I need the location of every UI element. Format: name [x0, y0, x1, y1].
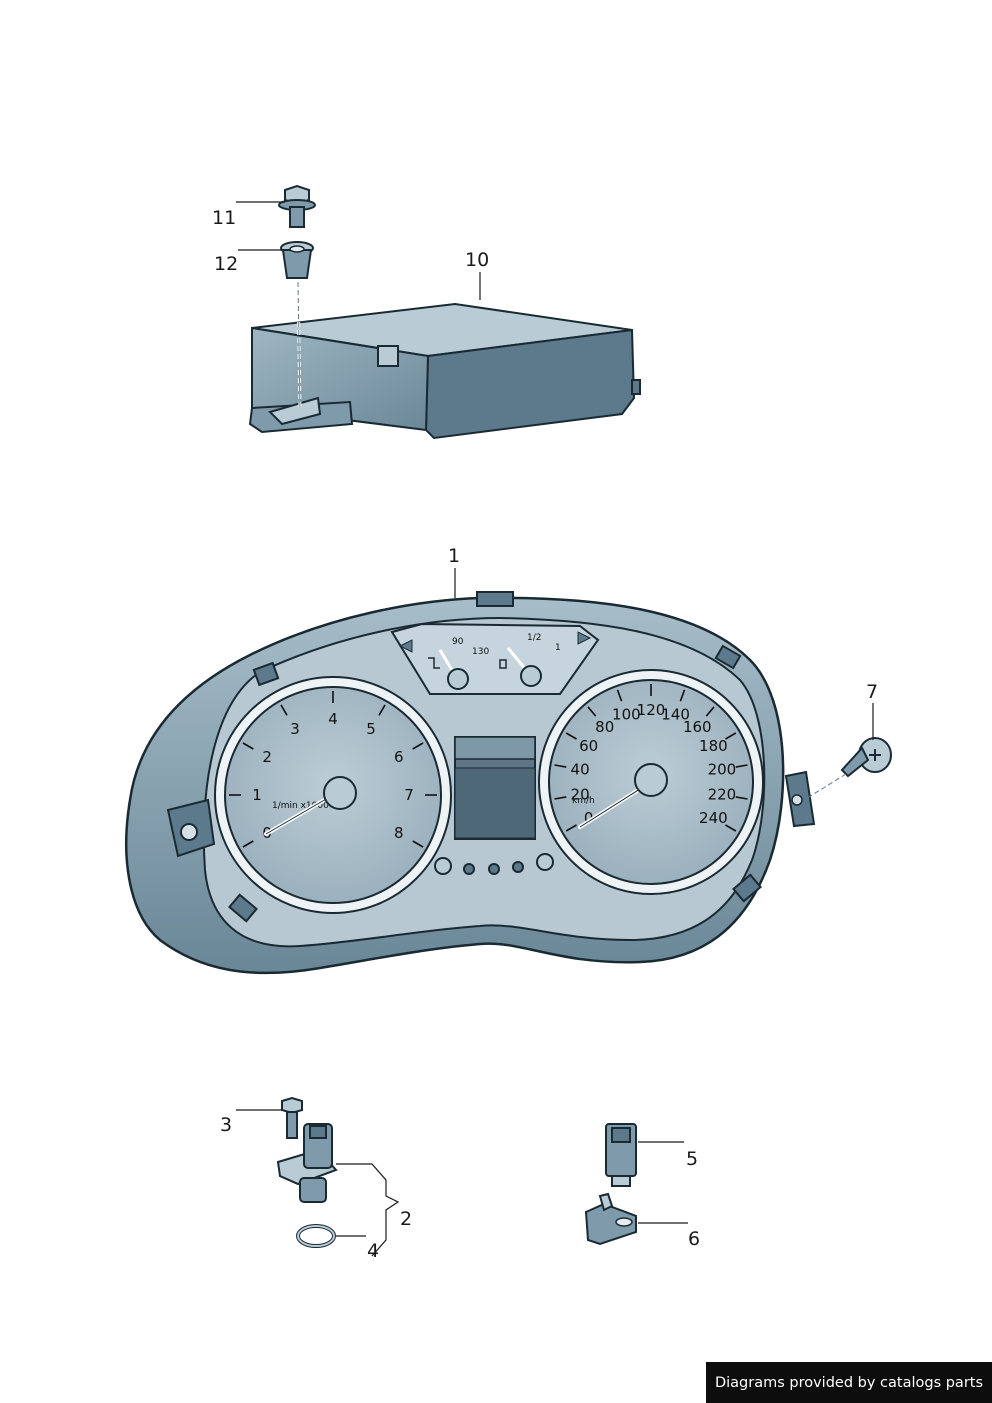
- speedometer-tick: [565, 824, 577, 832]
- callout-3: 3: [220, 1114, 232, 1136]
- speedometer-hub: [634, 763, 668, 797]
- speedometer-unit-label: km/h: [572, 796, 595, 806]
- tachometer-scale-label: 3: [290, 720, 300, 738]
- connector-5: [605, 1123, 637, 1187]
- speedometer-scale-label: 60: [579, 737, 598, 755]
- speedometer-scale-label: 200: [708, 760, 737, 778]
- speedometer-scale-label: 40: [571, 760, 590, 778]
- speedometer-tick: [679, 689, 686, 702]
- callout-2: 2: [400, 1208, 412, 1230]
- tachometer-unit-label: 1/min x1000: [272, 801, 329, 811]
- speedometer-tick: [705, 706, 715, 717]
- speedometer-scale-label: 120: [637, 701, 666, 719]
- speedometer-scale-label: 140: [661, 705, 690, 723]
- temp-hub: [447, 668, 469, 690]
- callout-4: 4: [367, 1240, 379, 1262]
- callout-1: 1: [448, 545, 460, 567]
- holder-bracket-6: [584, 1192, 637, 1246]
- speedometer-scale-label: 100: [612, 705, 641, 723]
- callout-11: 11: [212, 207, 236, 229]
- speedometer-tick: [616, 689, 623, 702]
- tachometer-needle-outline: [265, 794, 334, 835]
- right-turn-arrow-icon: [577, 631, 592, 645]
- callout-10: 10: [465, 249, 489, 271]
- tachometer-scale-label: 1: [252, 786, 262, 804]
- callout-7: 7: [866, 681, 878, 703]
- tachometer-scale-label: 5: [366, 720, 376, 738]
- coolant-temp-icon: [428, 657, 440, 669]
- screw-7: [840, 737, 892, 778]
- speedometer-scale-label: 0: [584, 809, 594, 827]
- tachometer-tick: [378, 704, 386, 716]
- clip-nut-12: [280, 241, 314, 279]
- callout-12: 12: [214, 253, 238, 275]
- tachometer-scale-label: 8: [394, 824, 404, 842]
- callout-5: 5: [686, 1148, 698, 1170]
- tachometer-tick: [280, 704, 288, 716]
- tachometer-gauge: 012345678 1/min x1000: [214, 676, 452, 914]
- tachometer-tick: [242, 840, 254, 848]
- credit-badge: Diagrams provided by catalogs parts: [706, 1362, 992, 1403]
- speedometer-tick: [565, 732, 577, 740]
- tachometer-hub: [323, 776, 357, 810]
- control-unit-box: [248, 302, 641, 440]
- temp-scale-90: 90: [452, 637, 464, 647]
- tachometer-scale-label: 4: [328, 710, 338, 728]
- speedometer-tick: [554, 796, 567, 800]
- speedometer-scale-label: 240: [699, 809, 728, 827]
- leader-lines: [236, 201, 874, 1257]
- speedometer-scale-label: 220: [708, 786, 737, 804]
- speedometer-tick: [725, 732, 737, 740]
- speedometer-ticks: [554, 684, 748, 832]
- fuel-pump-icon: [499, 659, 507, 669]
- speedometer-scale-label: 160: [683, 718, 712, 736]
- tachometer-scale-label: 7: [404, 786, 414, 804]
- bolt-11: [278, 184, 316, 228]
- tachometer-scale-label: 2: [262, 748, 272, 766]
- upper-small-gauges: 90 130 1/2 1: [398, 631, 592, 690]
- speedometer-scale-label: 20: [571, 786, 590, 804]
- fuel-scale-half: 1/2: [527, 633, 541, 643]
- speedometer-scale-label: 180: [699, 737, 728, 755]
- credit-text: Diagrams provided by catalogs parts: [714, 1374, 984, 1391]
- tachometer-ticks: [229, 691, 437, 848]
- speedometer-tick: [735, 764, 748, 768]
- tachometer-scale-label: 6: [394, 748, 404, 766]
- fuel-scale-full: 1: [555, 643, 561, 653]
- tachometer-tick: [412, 840, 424, 848]
- fuel-hub: [520, 665, 542, 687]
- callout-6: 6: [688, 1228, 700, 1250]
- speedometer-tick: [554, 764, 567, 768]
- speedometer-tick: [587, 706, 597, 717]
- speed-sensor-assembly: [276, 1096, 338, 1248]
- temp-scale-130: 130: [472, 647, 489, 657]
- speedometer-tick: [725, 824, 737, 832]
- tachometer-tick: [412, 742, 424, 750]
- tachometer-tick: [242, 742, 254, 750]
- speedometer-tick: [735, 796, 748, 800]
- speedometer-scale-label: 80: [595, 718, 614, 736]
- left-turn-arrow-icon: [398, 639, 413, 653]
